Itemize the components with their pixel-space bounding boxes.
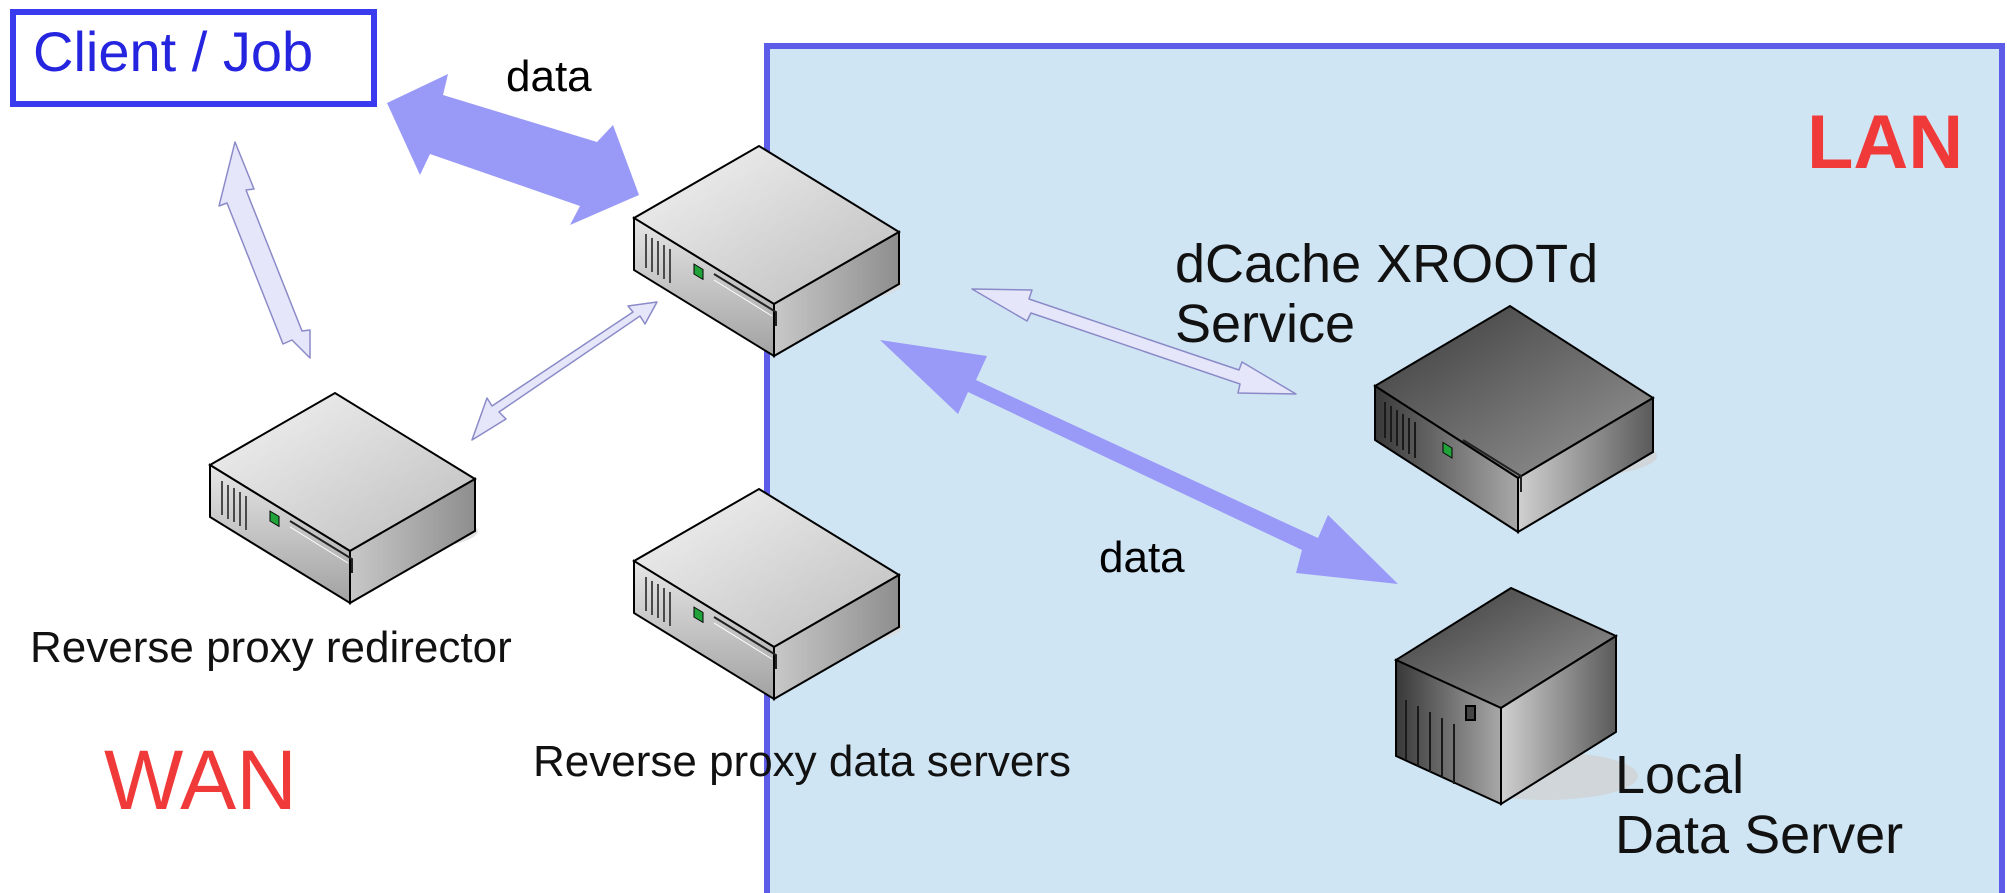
reverse-proxy-redirector-server — [209, 392, 479, 604]
proxy-data-servers-label: Reverse proxy data servers — [533, 737, 1071, 786]
proxy-redirector-arrow — [471, 301, 658, 441]
lan-zone — [764, 43, 2005, 893]
client-job-label: Client / Job — [33, 20, 314, 83]
control-flows — [218, 141, 1297, 441]
client-job-box — [10, 9, 377, 107]
proxy-localserver-data-arrow — [880, 340, 1398, 584]
client-proxy-data-arrow — [387, 74, 639, 225]
client-data-flow-label: data — [506, 52, 592, 101]
wan-zone-label: WAN — [104, 733, 297, 827]
data-flows — [387, 74, 1398, 584]
proxy-dcache-arrow — [971, 288, 1297, 395]
client-redirector-arrow — [218, 141, 311, 359]
local-data-server-label: Local Data Server — [1615, 745, 1904, 866]
redirector-label: Reverse proxy redirector — [30, 623, 512, 672]
lan-zone-label: LAN — [1807, 100, 1964, 185]
local-data-flow-label: data — [1099, 533, 1185, 582]
dcache-service-label: dCache XROOTd Service — [1175, 234, 1599, 355]
